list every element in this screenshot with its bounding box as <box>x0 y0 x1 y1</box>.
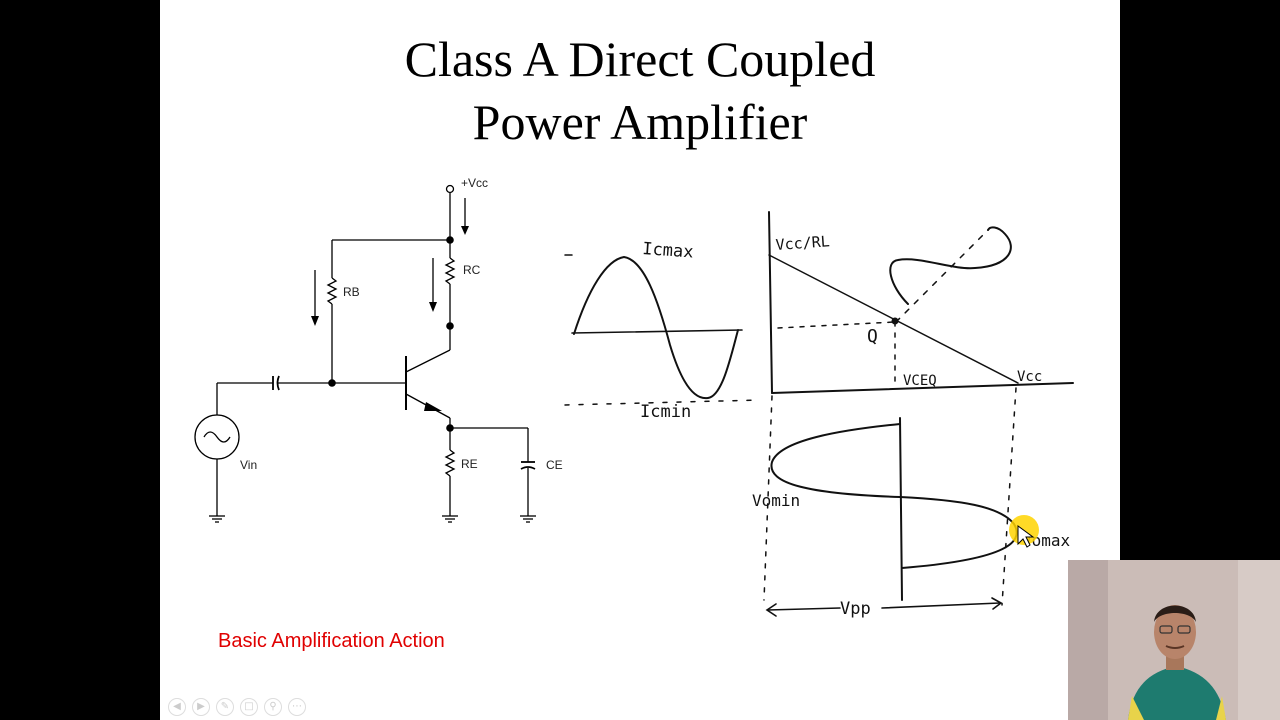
slide-title: Class A Direct Coupled Power Amplifier <box>160 28 1120 154</box>
zoom-icon[interactable]: ⚲ <box>264 698 282 716</box>
re-resistor <box>444 449 456 477</box>
ce-label: CE <box>546 458 563 472</box>
re-label: RE <box>461 457 478 471</box>
back-icon[interactable]: ◀ <box>168 698 186 716</box>
forward-icon[interactable]: ▶ <box>192 698 210 716</box>
slide-subtitle: Basic Amplification Action <box>218 630 445 652</box>
icmin-label: Icmin <box>640 402 691 422</box>
slide: Class A Direct Coupled Power Amplifier <box>160 0 1120 720</box>
collector-current-wave <box>573 255 739 400</box>
vin-label: Vin <box>240 458 257 472</box>
vcc-terminal <box>445 184 455 194</box>
q-point-label: Q <box>867 326 878 347</box>
rb-label: RB <box>343 285 360 299</box>
vcc-label: +Vcc <box>461 176 488 190</box>
rb-resistor <box>326 277 338 305</box>
presenter-webcam <box>1068 560 1280 720</box>
vceq-label: VCEQ <box>903 373 937 389</box>
load-line-sketch: Icmax Icmin Vcc/RL Q VCEQ Vcc Vomin Voma… <box>564 211 1074 619</box>
title-line-1: Class A Direct Coupled <box>404 31 876 87</box>
icmax-label: Icmax <box>642 239 694 263</box>
emitter-arrow <box>424 402 442 411</box>
output-time-axis <box>899 417 903 601</box>
mouse-pointer-icon <box>1017 525 1035 548</box>
output-voltage-wave <box>770 423 1018 569</box>
base-signal-wave <box>889 226 1012 305</box>
slides-icon[interactable]: □ <box>240 698 258 716</box>
more-icon[interactable]: ⋯ <box>288 698 306 716</box>
vpp-label: Vpp <box>840 599 871 619</box>
presenter-image <box>1068 560 1280 720</box>
current-axis <box>571 329 743 334</box>
ic-axis <box>768 211 773 394</box>
slideshow-controls: ◀ ▶ ✎ □ ⚲ ⋯ <box>168 698 306 716</box>
rc-resistor <box>444 257 456 285</box>
circuit-schematic: +Vcc RB RC RE CE Vin <box>194 176 563 523</box>
title-line-2: Power Amplifier <box>472 94 808 150</box>
vcc-rl-label: Vcc/RL <box>775 232 830 254</box>
vce-axis <box>771 382 1074 394</box>
vomin-label: Vomin <box>752 491 800 510</box>
q-point-dot <box>891 317 899 325</box>
vcc-axis-label: Vcc <box>1017 369 1042 385</box>
collector-lead <box>405 349 451 373</box>
rc-label: RC <box>463 263 481 277</box>
pen-icon[interactable]: ✎ <box>216 698 234 716</box>
